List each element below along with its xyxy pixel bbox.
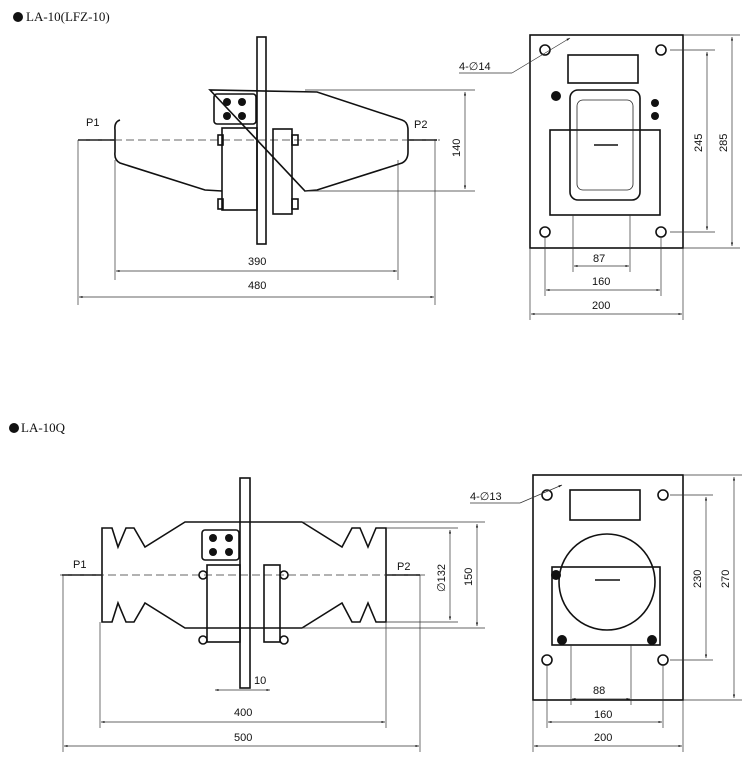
dim-diameter: ∅132 (436, 564, 448, 592)
dim-slot-width: 87 (593, 253, 605, 265)
mount-hole (655, 44, 667, 56)
core-window (558, 533, 656, 631)
dim-plate-thickness: 10 (254, 675, 266, 687)
terminal-label-p2: P2 (397, 561, 410, 573)
dim-inner-height: 245 (693, 134, 705, 152)
bullet-icon (9, 423, 19, 433)
dim-overall-width: 200 (592, 300, 610, 312)
insulator-body (114, 89, 409, 192)
dim-overall-length: 480 (248, 280, 266, 292)
secondary-terminal-box (201, 529, 240, 561)
dim-inner-height: 230 (692, 570, 704, 588)
dim-height: 140 (451, 139, 463, 157)
model-1-side-view: P1 P2 140 390 480 (77, 36, 475, 305)
holes-label: 4-∅13 (470, 491, 502, 503)
core-window (569, 89, 641, 201)
dim-slot-width: 88 (593, 685, 605, 697)
mount-hole (657, 489, 669, 501)
mount-hole (655, 226, 667, 238)
mount-hole (539, 226, 551, 238)
dim-inner-length: 390 (248, 256, 266, 268)
dim-hole-spacing: 160 (594, 709, 612, 721)
nameplate (567, 54, 639, 84)
model-1-title-text: LA-10(LFZ-10) (26, 9, 110, 24)
secondary-terminal-box (213, 93, 257, 125)
clamp-flange (272, 128, 293, 215)
model-2-front-view: 4-∅13 230 270 88 160 200 (470, 474, 742, 752)
model-1-title: LA-10(LFZ-10) (13, 9, 110, 24)
dim-height: 150 (463, 568, 475, 586)
mount-hole (657, 654, 669, 666)
holes-label: 4-∅14 (459, 61, 491, 73)
nameplate (569, 489, 641, 521)
core-coil (206, 564, 241, 643)
mounting-plate-front (529, 34, 684, 249)
dim-overall-length: 500 (234, 732, 252, 744)
dim-overall-height: 285 (718, 134, 730, 152)
mount-hole (541, 654, 553, 666)
clamp-flange (263, 564, 281, 643)
terminal-label-p1: P1 (86, 117, 99, 129)
mounting-plate (239, 477, 251, 689)
bullet-icon (13, 12, 23, 22)
terminal-label-p1: P1 (73, 559, 86, 571)
model-1-front-view: 4-∅14 245 285 87 160 200 (459, 34, 740, 320)
model-2-title-text: LA-10Q (21, 420, 66, 435)
dim-overall-height: 270 (720, 570, 732, 588)
mount-hole (541, 489, 553, 501)
dim-overall-width: 200 (594, 732, 612, 744)
model-2-title: LA-10Q (9, 420, 66, 435)
dim-inner-length: 400 (234, 707, 252, 719)
mount-hole (539, 44, 551, 56)
model-2-side-view: P1 P2 ∅132 150 10 400 500 (60, 477, 485, 752)
core-coil (221, 127, 258, 211)
dim-hole-spacing: 160 (592, 276, 610, 288)
terminal-label-p2: P2 (414, 119, 427, 131)
